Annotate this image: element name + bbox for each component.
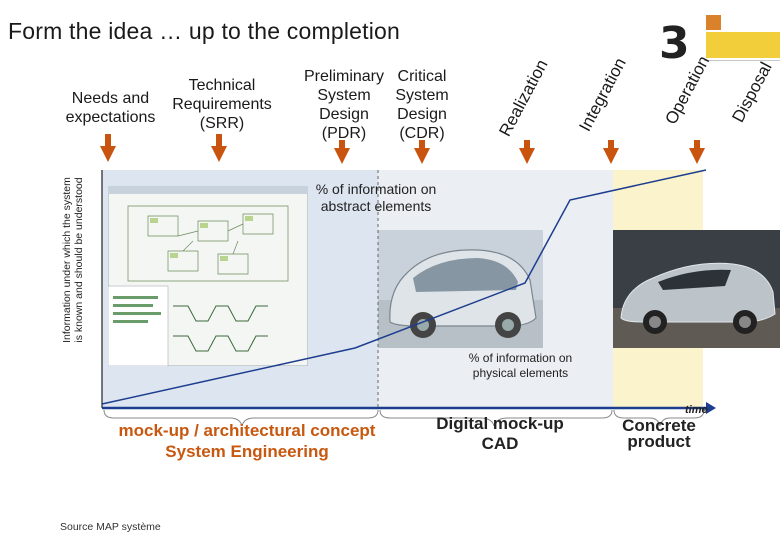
- arrow-srr: [211, 134, 227, 162]
- arrow-operation: [689, 140, 705, 164]
- x-axis-arrowhead: [706, 402, 716, 414]
- mockup-line2: System Engineering: [165, 442, 329, 461]
- arrow-integration: [603, 140, 619, 164]
- stage-arrows: [100, 134, 705, 164]
- mockup-line1: mock-up / architectural concept: [118, 421, 376, 440]
- preliminary-text: Preliminary System Design (PDR): [303, 68, 384, 142]
- information-curve: [101, 169, 707, 405]
- y-axis-label: Information under which the system is kn…: [61, 177, 85, 343]
- concrete-line1: Concrete: [622, 416, 696, 435]
- needs-text: Needs and expectations: [65, 90, 156, 126]
- accent-square-orange: [706, 15, 721, 30]
- brace-mockup: [103, 409, 379, 427]
- accent-bar-yellow: [706, 32, 780, 58]
- digital-line1: Digital mock-up: [436, 414, 564, 433]
- time-label: time: [685, 404, 708, 416]
- concrete-line2: product: [627, 432, 691, 451]
- label-technical: Technical Requirements (SRR): [166, 76, 278, 133]
- concrete-label: Concrete product: [615, 416, 703, 451]
- label-needs: Needs and expectations: [58, 89, 163, 127]
- slide-number: 3: [659, 18, 690, 69]
- label-critical: Critical System Design (CDR): [388, 67, 456, 143]
- arrow-cdr: [414, 140, 430, 164]
- arrow-pdr: [334, 140, 350, 164]
- brace-digital: [379, 409, 613, 427]
- digital-label: Digital mock-up CAD: [416, 414, 584, 454]
- page-title: Form the idea … up to the completion: [8, 18, 401, 44]
- system-architecture-diagram: [108, 186, 308, 366]
- technical-text: Technical Requirements (SRR): [172, 77, 272, 132]
- label-preliminary: Preliminary System Design (PDR): [298, 67, 390, 143]
- pct-physical-label: % of information on physical elements: [468, 351, 573, 380]
- digital-line2: CAD: [481, 434, 519, 453]
- concrete-product-photo: [613, 230, 780, 348]
- mockup-label: mock-up / architectural concept System E…: [84, 420, 410, 462]
- arrow-realization: [519, 140, 535, 164]
- accent-line: [704, 60, 780, 61]
- source-note: Source MAP système: [60, 521, 161, 533]
- critical-text: Critical System Design (CDR): [395, 68, 449, 142]
- pct-abstract-label: % of information on abstract elements: [315, 181, 437, 214]
- arrow-needs: [100, 134, 116, 162]
- brace-concrete: [613, 409, 705, 427]
